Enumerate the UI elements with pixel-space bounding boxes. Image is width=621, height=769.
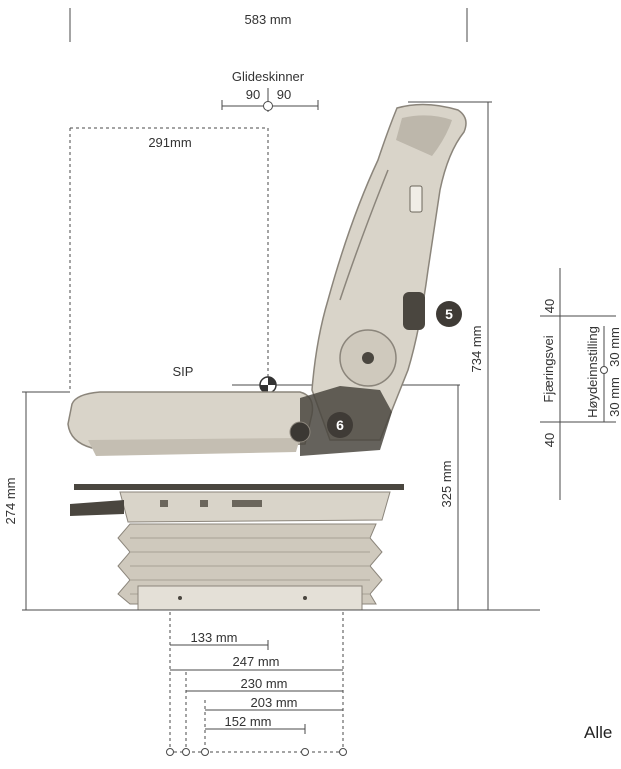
mount-230-label: 230 mm [241, 676, 288, 691]
badge-6: 6 [327, 412, 353, 438]
badge-5-text: 5 [445, 306, 453, 322]
mounting-dimensions: 133 mm 247 mm 230 mm 203 mm 152 mm [166, 612, 347, 756]
sip-label: SIP [173, 364, 194, 379]
height-top-value: 30 mm [607, 327, 621, 367]
top-width-dimension: 583 mm [69, 8, 468, 42]
rail-left-value: 90 [246, 87, 260, 102]
total-height-label: 734 mm [469, 326, 484, 373]
mount-152-label: 152 mm [225, 714, 272, 729]
badge-6-text: 6 [336, 417, 344, 433]
mount-203-label: 203 mm [251, 695, 298, 710]
suspension-label: Fjæringsvei [541, 335, 556, 402]
sip-height-label: 325 mm [439, 461, 454, 508]
sip-height-dimension: 325 mm [439, 385, 459, 610]
seat-illustration [67, 103, 467, 611]
seat-height-dimension: 274 mm [3, 391, 70, 610]
sip-offset-label: 291mm [148, 135, 191, 150]
total-height-dimension: 734 mm [408, 101, 492, 610]
rails-dimension: Glideskinner 90 90 [221, 69, 319, 112]
adjustment-diagram: 40 40 Fjæringsvei Høydeinnstilling 30 mm… [540, 268, 621, 500]
mount-133-label: 133 mm [191, 630, 238, 645]
seat-height-label: 274 mm [3, 478, 18, 525]
rails-label: Glideskinner [232, 69, 305, 84]
sip-offset-dimension: 291mm [69, 127, 269, 392]
susp-bottom-value: 40 [542, 433, 557, 447]
top-width-label: 583 mm [245, 12, 292, 27]
badge-5: 5 [436, 301, 462, 327]
height-bottom-value: 30 mm [607, 377, 621, 417]
rail-right-value: 90 [277, 87, 291, 102]
mount-247-label: 247 mm [233, 654, 280, 669]
height-adjust-label: Høydeinnstilling [585, 326, 600, 418]
susp-top-value: 40 [542, 299, 557, 313]
footer-note: Alle [584, 723, 613, 742]
